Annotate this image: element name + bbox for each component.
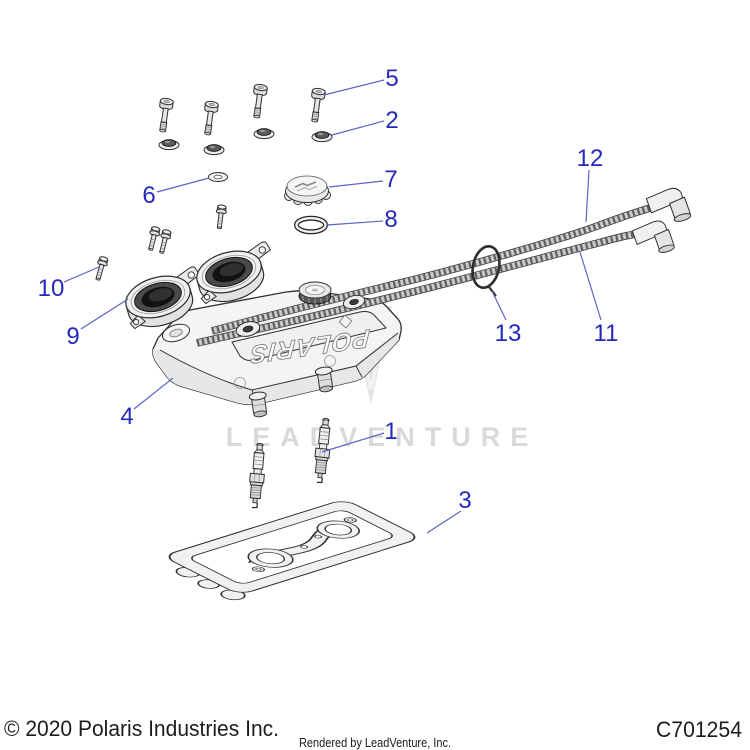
callout-4: 4 bbox=[120, 403, 133, 430]
fasteners bbox=[92, 83, 333, 282]
spark-plug-wire-12 bbox=[211, 202, 659, 335]
callout-labels: 1 2 3 4 5 6 7 8 9 10 11 12 13 bbox=[38, 65, 619, 514]
footer-copyright: © 2020 Polaris Industries Inc. bbox=[4, 716, 279, 741]
flat-washer bbox=[208, 172, 228, 182]
polaris-star-icon bbox=[338, 314, 353, 329]
plug-tube-spigot bbox=[248, 391, 268, 418]
callout-8: 8 bbox=[384, 206, 397, 233]
leader-line bbox=[579, 251, 602, 321]
callout-9: 9 bbox=[66, 323, 79, 350]
plug-tube-spigot bbox=[314, 366, 334, 393]
callout-3: 3 bbox=[458, 487, 471, 514]
leader-line bbox=[63, 266, 100, 283]
leader-line bbox=[585, 169, 590, 223]
footer-part-code: C701254 bbox=[656, 717, 742, 742]
leader-line bbox=[326, 220, 384, 226]
oil-fill-cap bbox=[284, 175, 331, 206]
footer: © 2020 Polaris Industries Inc. Rendered … bbox=[4, 716, 742, 750]
shoulder-screw bbox=[249, 83, 269, 120]
watermark-text: LEADVENTURE bbox=[226, 422, 539, 452]
callout-12: 12 bbox=[577, 145, 604, 172]
leader-line bbox=[426, 510, 462, 534]
spark-plug-wires bbox=[196, 184, 693, 347]
washer-grommet bbox=[311, 131, 333, 143]
flange-bolt bbox=[213, 203, 228, 230]
spark-plug bbox=[246, 442, 268, 510]
callout-2: 2 bbox=[385, 107, 398, 134]
spark-plug-wire-boot bbox=[631, 217, 676, 260]
callout-5: 5 bbox=[385, 65, 398, 92]
washer-grommet bbox=[158, 139, 180, 151]
breather-cap bbox=[298, 281, 332, 305]
leader-lines bbox=[63, 79, 602, 534]
washer-grommet bbox=[253, 128, 275, 140]
shoulder-screw bbox=[307, 87, 327, 124]
callout-7: 7 bbox=[384, 166, 397, 193]
leader-line bbox=[80, 298, 129, 330]
leader-line bbox=[328, 180, 384, 188]
leader-line bbox=[323, 79, 385, 96]
leader-line bbox=[331, 120, 385, 136]
callout-10: 10 bbox=[38, 275, 65, 302]
valve-cover-gasket bbox=[168, 501, 416, 601]
o-ring bbox=[294, 215, 328, 235]
shoulder-screw bbox=[155, 97, 175, 134]
valve-cover: POLARIS bbox=[152, 290, 402, 418]
leader-line bbox=[156, 177, 210, 193]
callout-6: 6 bbox=[142, 182, 155, 209]
callout-13: 13 bbox=[495, 320, 522, 347]
shoulder-screw bbox=[200, 100, 220, 137]
leader-line bbox=[133, 377, 174, 410]
leader-line bbox=[491, 290, 507, 321]
callout-1: 1 bbox=[384, 418, 397, 445]
callout-11: 11 bbox=[594, 320, 619, 347]
washer-grommet bbox=[203, 144, 225, 156]
footer-rendered-by: Rendered by LeadVenture, Inc. bbox=[299, 735, 451, 750]
spark-plug-wire-11 bbox=[196, 229, 646, 347]
flange-bolt bbox=[145, 225, 162, 252]
leader-line bbox=[321, 432, 385, 453]
